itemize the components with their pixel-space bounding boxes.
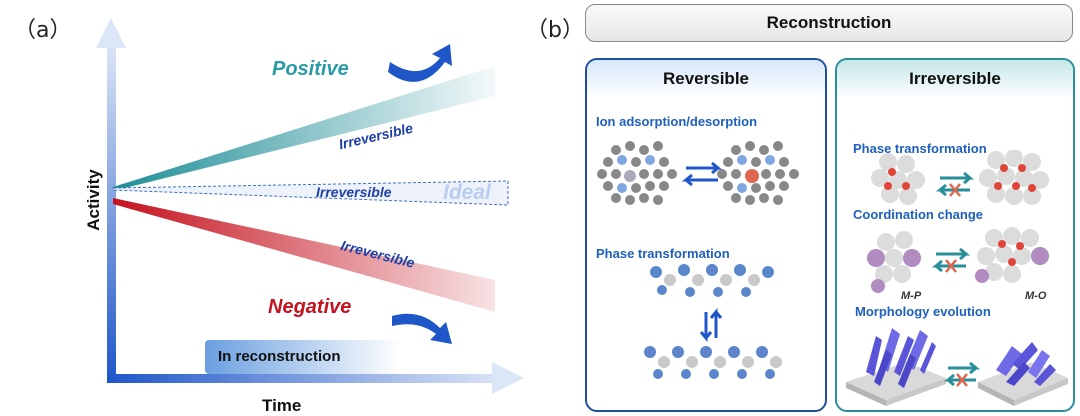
positive-arrow: [388, 44, 452, 82]
coord-label-mp: M-P: [901, 290, 922, 302]
ideal-label: Ideal: [443, 181, 491, 204]
negative-label: Negative: [268, 296, 352, 318]
irreversible-label-middle: Irreversible: [316, 184, 392, 200]
negative-arrow: [392, 313, 452, 344]
positive-trend: [113, 66, 495, 191]
ideal-trend: [112, 180, 509, 206]
exchange-arrows-irr-phase: [935, 171, 975, 197]
in-reconstruction-box: [205, 340, 400, 374]
exchange-arrows-coord: [931, 247, 971, 273]
irreversible-box: Irreversible: [835, 58, 1075, 412]
cluster-phase-right: [979, 150, 1049, 205]
exchange-arrows-ion: [681, 161, 723, 187]
exchange-arrows-phase: [699, 307, 723, 343]
lattice-left: [597, 141, 677, 205]
chain-top: [650, 264, 774, 297]
cluster-phase-left: [871, 153, 925, 205]
irreversible-section-morphology: Morphology evolution: [855, 304, 991, 319]
positive-label: Positive: [272, 58, 349, 80]
irreversible-title: Irreversible: [837, 60, 1073, 98]
chain-bottom: [644, 346, 782, 379]
reversible-section-ion: Ion adsorption/desorption: [596, 114, 758, 129]
cluster-coord-left: [867, 231, 921, 293]
x-axis: [107, 374, 502, 383]
panel-a-diagram: [96, 18, 524, 394]
reversible-section-phase: Phase transformation: [596, 246, 730, 261]
exchange-arrows-morph: [943, 361, 981, 387]
cluster-coord-right: [975, 227, 1049, 283]
y-axis-arrow: [96, 18, 126, 48]
lattice-right: [717, 141, 799, 205]
irreversible-section-coordination: Coordination change: [853, 207, 983, 222]
reconstruction-title: Reconstruction: [585, 4, 1073, 42]
reversible-box: Reversible: [585, 58, 827, 412]
in-reconstruction-label: In reconstruction: [218, 348, 341, 365]
x-axis-label: Time: [262, 396, 302, 415]
morphology-left: [846, 328, 946, 406]
morphology-right: [978, 342, 1068, 406]
negative-trend: [113, 198, 495, 312]
x-axis-arrow: [492, 362, 524, 394]
irreversible-section-phase: Phase transformation: [853, 141, 987, 156]
y-axis: [107, 42, 116, 382]
reversible-title: Reversible: [587, 60, 825, 98]
panel-a-label: （a）: [14, 18, 72, 43]
irreversible-illustrations: [846, 150, 1068, 406]
y-axis-label: Activity: [84, 169, 103, 231]
panel-b-label: （b）: [526, 18, 584, 43]
reversible-illustrations: [597, 141, 799, 379]
coord-label-mo: M-O: [1025, 290, 1047, 302]
